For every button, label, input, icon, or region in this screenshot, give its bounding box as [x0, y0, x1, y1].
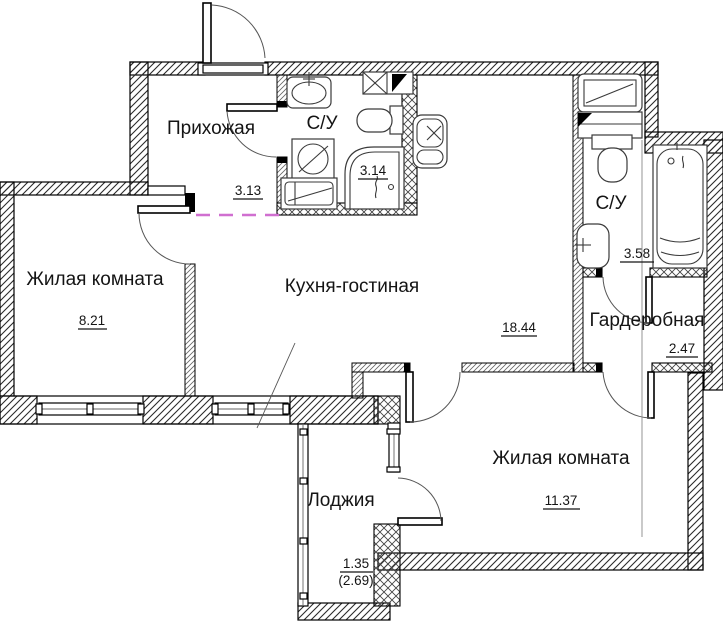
kitchen-bedroom-wall-right — [461, 362, 575, 373]
bath2-bottom-wall-right — [649, 267, 708, 278]
label-wardrobe: Гардеробная — [590, 310, 705, 331]
wall-cap — [185, 193, 195, 212]
door-living-1 — [137, 205, 191, 265]
washing-machine-2-icon — [577, 73, 643, 113]
loggia-bottom-wall — [297, 602, 391, 621]
toilet-2-icon — [591, 134, 633, 183]
annotation-lines — [196, 140, 643, 537]
bottom-pier-2 — [142, 395, 214, 425]
sink-icon — [286, 72, 332, 109]
door-jamb — [596, 268, 602, 277]
door-jamb — [596, 363, 602, 372]
vent-triangle — [392, 74, 407, 92]
label-hallway: Прихожая — [167, 118, 255, 139]
area-loggia: 1.35 — [343, 556, 369, 571]
loggia-right-wall — [373, 523, 401, 607]
exterior-walls — [0, 61, 723, 621]
living1-right-wall — [184, 263, 196, 397]
label-living-1: Жилая комната — [26, 269, 164, 290]
area-loggia-secondary: (2.69) — [338, 573, 373, 588]
room-labels: Прихожая 3.13 С/У 3.14 Жилая комната 8.2… — [26, 113, 704, 588]
label-loggia: Лоджия — [307, 490, 374, 511]
counter-icon — [577, 111, 643, 139]
area-living-2: 11.37 — [545, 493, 578, 508]
area-bathroom-2: 3.58 — [624, 246, 650, 261]
kitchen-bedroom-wall-left — [351, 362, 411, 373]
toilet-icon — [356, 105, 404, 135]
door-jamb — [277, 157, 287, 163]
left-outer-wall — [0, 181, 15, 398]
window-living1 — [35, 402, 145, 416]
washing-machine-icon — [291, 138, 335, 181]
label-bathroom-2: С/У — [595, 193, 627, 214]
door-jamb — [404, 363, 410, 372]
bottom-pier-1 — [0, 395, 38, 425]
sink-2-icon — [575, 223, 610, 269]
vent-shaft-icon — [362, 71, 414, 95]
area-living-1: 8.21 — [79, 313, 105, 328]
bottom-pier-3 — [289, 395, 379, 425]
window-loggia-bedroom — [386, 422, 401, 473]
entrance-door — [197, 2, 269, 76]
door-balcony — [397, 477, 443, 526]
bathtub-icon — [652, 143, 708, 269]
door-living-2 — [405, 371, 461, 423]
area-hallway: 3.13 — [235, 183, 261, 198]
vent-triangle-2 — [578, 113, 592, 127]
door-wardrobe — [602, 371, 655, 419]
small-bathtub-icon — [280, 177, 338, 210]
upper-left-wall — [0, 181, 149, 196]
loggia-corner-pier — [373, 395, 401, 425]
fixtures — [280, 71, 708, 269]
right-upper-wall — [644, 61, 659, 138]
area-kitchen: 18.44 — [502, 320, 536, 335]
door-jamb — [277, 101, 287, 107]
bath2-wardrobe-left-wall — [572, 74, 584, 373]
door-bathroom-1 — [226, 103, 278, 158]
left-step-wall — [129, 61, 149, 196]
bedroom-bottom-wall — [377, 552, 704, 571]
bedroom-right-wall — [687, 372, 704, 571]
hallway-room-wall — [147, 185, 186, 196]
window-kitchen — [211, 402, 290, 416]
label-kitchen: Кухня-гостиная — [285, 276, 419, 297]
area-wardrobe: 2.47 — [669, 341, 695, 356]
kitchen-sink-icon — [412, 114, 448, 169]
leader-line — [256, 342, 296, 429]
kitchen-corner-wall — [351, 371, 364, 399]
label-living-2: Жилая комната — [492, 448, 630, 469]
area-bathroom-1: 3.14 — [360, 163, 387, 178]
wardrobe-bottom-wall-right — [651, 362, 713, 373]
top-wall-right — [264, 61, 659, 76]
loggia-glazing — [297, 423, 309, 607]
label-bathroom-1: С/У — [306, 113, 338, 134]
shower-icon — [344, 146, 405, 210]
windows — [35, 402, 401, 607]
